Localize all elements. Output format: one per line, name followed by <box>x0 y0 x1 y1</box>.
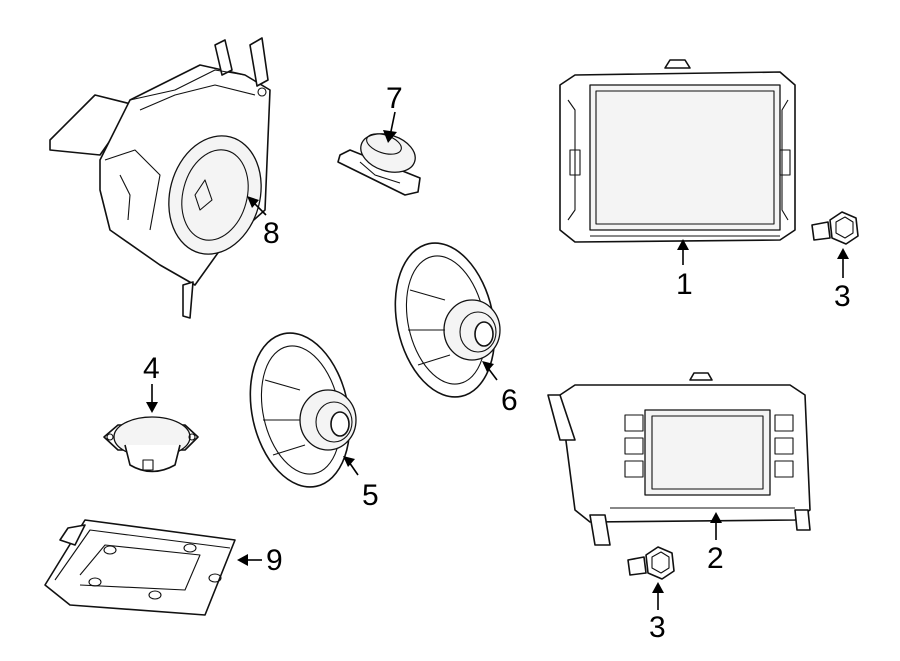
callout-2: 2 <box>707 542 724 575</box>
callout-1: 1 <box>676 268 693 301</box>
callout-4: 4 <box>143 352 160 385</box>
part-3-bolt-lower <box>627 546 675 580</box>
callout-9: 9 <box>266 544 283 577</box>
part-1-touchscreen-radio <box>559 59 796 243</box>
callout-8: 8 <box>263 217 280 250</box>
part-8-speaker-enclosure <box>49 37 271 319</box>
callout-3-upper: 3 <box>834 280 851 313</box>
callout-7: 7 <box>386 82 403 115</box>
part-3-bolt-upper <box>811 211 859 245</box>
callout-3-lower: 3 <box>649 611 666 644</box>
part-4-round-speaker <box>103 416 199 473</box>
part-7-tweeter <box>337 133 421 196</box>
part-9-amplifier <box>44 519 236 616</box>
part-5-speaker <box>249 332 357 488</box>
callout-5: 5 <box>362 479 379 512</box>
callout-leaders <box>146 111 849 610</box>
part-6-speaker <box>394 242 501 398</box>
callout-6: 6 <box>501 384 518 417</box>
part-2-radio-unit <box>547 372 811 546</box>
